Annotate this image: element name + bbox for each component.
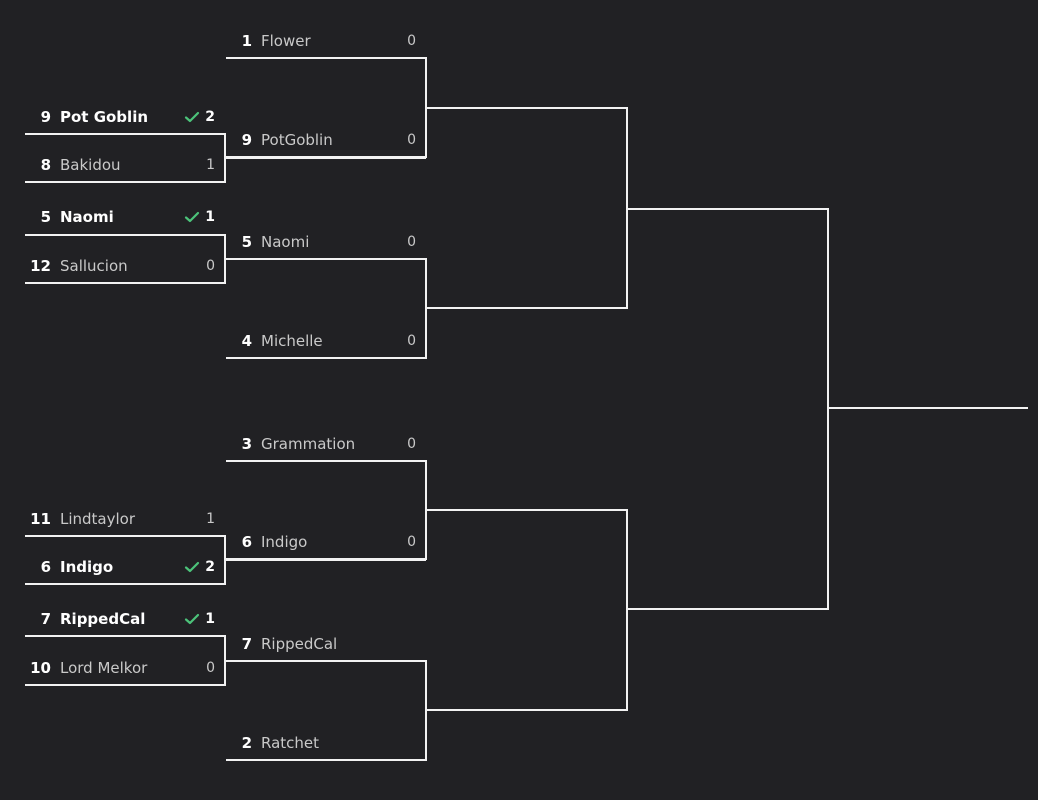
r1-m3-slot-2[interactable]: 6 Indigo 2 bbox=[25, 555, 225, 579]
seed-number: 6 bbox=[40, 558, 51, 576]
seed-number: 8 bbox=[40, 156, 51, 174]
r2-m1-slot-2[interactable]: 9 PotGoblin 0 bbox=[226, 128, 426, 152]
player-name: RippedCal bbox=[261, 635, 338, 653]
score: 0 bbox=[407, 234, 416, 250]
seed-number: 5 bbox=[241, 233, 252, 251]
score: 0 bbox=[206, 660, 215, 676]
r2-m1-slot-1[interactable]: 1 Flower 0 bbox=[226, 29, 426, 53]
seed-number: 12 bbox=[30, 257, 51, 275]
score: 0 bbox=[407, 132, 416, 148]
r2-m3-slot-1[interactable]: 3 Grammation 0 bbox=[226, 432, 426, 456]
score: 1 bbox=[205, 209, 215, 225]
seed-number: 9 bbox=[241, 131, 252, 149]
score: 0 bbox=[407, 534, 416, 550]
seed-number: 2 bbox=[241, 734, 252, 752]
player-name: Indigo bbox=[60, 558, 114, 576]
seed-number: 3 bbox=[241, 435, 252, 453]
score: 1 bbox=[206, 511, 215, 527]
player-name: Michelle bbox=[261, 332, 323, 350]
r1-m4-slot-1[interactable]: 7 RippedCal 1 bbox=[25, 607, 225, 631]
score: 0 bbox=[407, 33, 416, 49]
r1-m4-slot-2[interactable]: 10 Lord Melkor 0 bbox=[25, 656, 225, 680]
seed-number: 9 bbox=[40, 108, 51, 126]
seed-number: 5 bbox=[40, 208, 51, 226]
check-icon bbox=[184, 611, 200, 627]
check-icon bbox=[184, 559, 200, 575]
player-name: Naomi bbox=[60, 208, 114, 226]
r1-m1-slot-2[interactable]: 8 Bakidou 1 bbox=[25, 153, 225, 177]
player-name: Indigo bbox=[261, 533, 308, 551]
player-name: Naomi bbox=[261, 233, 310, 251]
check-icon bbox=[184, 209, 200, 225]
score: 2 bbox=[205, 109, 215, 125]
r2-m2-slot-2[interactable]: 4 Michelle 0 bbox=[226, 329, 426, 353]
score: 1 bbox=[206, 157, 215, 173]
r2-m2-slot-1[interactable]: 5 Naomi 0 bbox=[226, 230, 426, 254]
seed-number: 11 bbox=[30, 510, 51, 528]
player-name: RippedCal bbox=[60, 610, 146, 628]
r4-connector bbox=[628, 208, 829, 610]
r2-m3-slot-2[interactable]: 6 Indigo 0 bbox=[226, 530, 426, 554]
player-name: Bakidou bbox=[60, 156, 121, 174]
player-name: Grammation bbox=[261, 435, 356, 453]
score: 0 bbox=[407, 333, 416, 349]
r1-m3-slot-1[interactable]: 11 Lindtaylor 1 bbox=[25, 507, 225, 531]
seed-number: 7 bbox=[241, 635, 252, 653]
player-name: Pot Goblin bbox=[60, 108, 149, 126]
r2-m4-slot-1[interactable]: 7 RippedCal bbox=[226, 632, 426, 656]
player-name: Sallucion bbox=[60, 257, 128, 275]
score: 0 bbox=[407, 436, 416, 452]
r3-connector-1 bbox=[427, 107, 628, 309]
r1-m2-slot-2[interactable]: 12 Sallucion 0 bbox=[25, 254, 225, 278]
score: 2 bbox=[205, 559, 215, 575]
player-name: PotGoblin bbox=[261, 131, 333, 149]
check-icon bbox=[184, 109, 200, 125]
player-name: Ratchet bbox=[261, 734, 320, 752]
player-name: Flower bbox=[261, 32, 311, 50]
seed-number: 6 bbox=[241, 533, 252, 551]
r1-m2-slot-1[interactable]: 5 Naomi 1 bbox=[25, 205, 225, 229]
seed-number: 7 bbox=[40, 610, 51, 628]
seed-number: 4 bbox=[241, 332, 252, 350]
r3-connector-2 bbox=[427, 509, 628, 711]
score: 0 bbox=[206, 258, 215, 274]
player-name: Lord Melkor bbox=[60, 659, 148, 677]
player-name: Lindtaylor bbox=[60, 510, 136, 528]
r2-m4-slot-2[interactable]: 2 Ratchet bbox=[226, 731, 426, 755]
r1-m1-slot-1[interactable]: 9 Pot Goblin 2 bbox=[25, 105, 225, 129]
score: 1 bbox=[205, 611, 215, 627]
seed-number: 1 bbox=[241, 32, 252, 50]
seed-number: 10 bbox=[30, 659, 51, 677]
